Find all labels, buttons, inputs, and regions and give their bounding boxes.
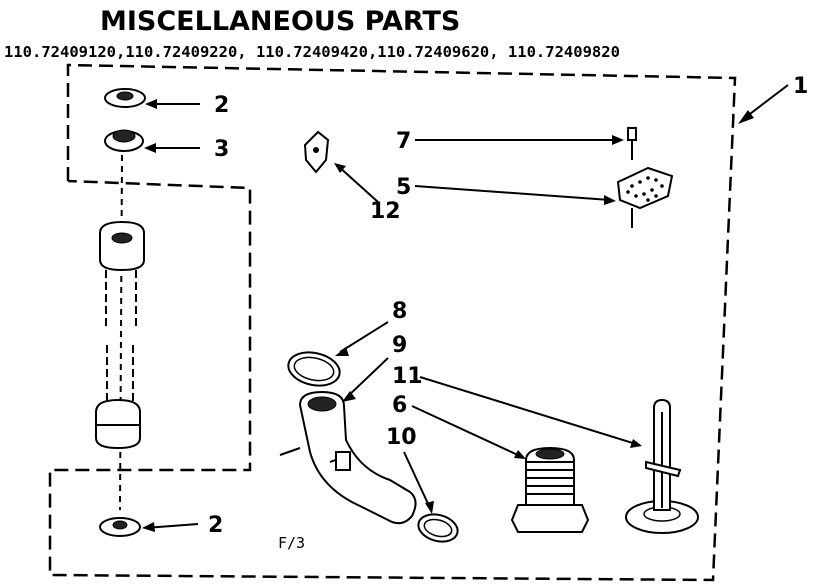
center-axis (119, 154, 123, 511)
callout-8: 8 (392, 299, 407, 324)
arrowhead-9 (342, 391, 356, 402)
callout-3: 3 (214, 137, 229, 162)
arrowhead-5 (604, 195, 616, 205)
leader-9 (345, 357, 389, 399)
arrowhead-3 (144, 143, 156, 153)
leader-12 (337, 165, 379, 203)
assembly-boundary (48, 63, 737, 582)
arrowhead-2-top (145, 99, 157, 109)
arrowhead-11 (630, 439, 642, 448)
arrowhead-6 (514, 450, 526, 459)
callout-9: 9 (392, 333, 407, 358)
callout-11: 11 (392, 364, 423, 389)
callout-6: 6 (392, 393, 407, 418)
arrowhead-7 (612, 135, 624, 145)
screw-part (627, 127, 637, 160)
callout-2-top: 2 (214, 93, 229, 118)
leader-10 (403, 451, 431, 509)
callout-1: 1 (793, 74, 808, 99)
threaded-fitting (510, 446, 590, 533)
callout-5: 5 (396, 175, 411, 200)
leader-5 (414, 185, 611, 201)
tube-lower (95, 345, 141, 450)
leader-8 (339, 321, 389, 353)
callout-2-bottom: 2 (208, 513, 223, 538)
diagram-title: MISCELLANEOUS PARTS (100, 6, 460, 37)
hose-clamp (287, 351, 341, 387)
arrowhead-1 (738, 110, 754, 124)
washer-bottom (99, 517, 141, 537)
elbow-hose (279, 390, 417, 525)
leader-11 (419, 376, 637, 445)
hose-ring (417, 513, 459, 543)
callout-7: 7 (396, 129, 411, 154)
tube-upper (99, 220, 145, 330)
arrowhead-8 (335, 347, 349, 356)
figure-code: F/3 (278, 534, 305, 552)
arrowhead-10 (425, 501, 434, 514)
callout-10: 10 (386, 425, 417, 450)
leveling-leg (625, 398, 699, 534)
arrowhead-12 (334, 163, 346, 173)
washer-top (104, 88, 146, 108)
model-numbers: 110.72409120,110.72409220, 110.72409420,… (4, 43, 620, 61)
leader-6 (411, 405, 521, 457)
clip-part (303, 130, 330, 174)
callout-12: 12 (370, 199, 401, 224)
arrowhead-2-bottom (142, 522, 155, 532)
nut (104, 129, 144, 152)
bracket-pad (616, 166, 674, 228)
